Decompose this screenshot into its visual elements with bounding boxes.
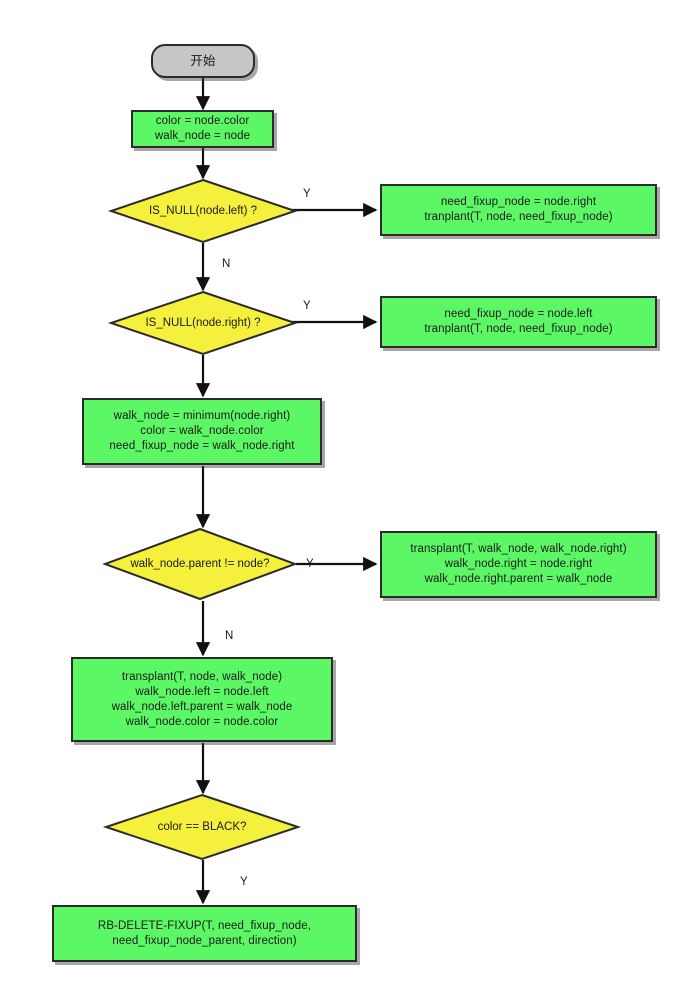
node-proc-transplant-line4: walk_node.color = node.color	[125, 715, 279, 728]
node-proc-right-null-line1: need_fixup_node = node.left	[444, 308, 593, 320]
node-proc-parent-yes-line1: transplant(T, walk_node, walk_node.right…	[410, 543, 627, 555]
node-proc-fixup-line1: RB-DELETE-FIXUP(T, need_fixup_node,	[97, 919, 312, 932]
node-proc-minimum[interactable]: walk_node = minimum(node.right) color = …	[82, 398, 322, 465]
node-proc-parent-yes-line3: walk_node.right.parent = walk_node	[424, 573, 613, 585]
node-start[interactable]: 开始	[151, 44, 255, 78]
node-proc-fixup-line2: need_fixup_node_parent, direction)	[112, 934, 297, 947]
edge-label-right-null-yes: Y	[303, 300, 311, 312]
edge-label-left-null-yes: Y	[303, 188, 311, 200]
edge-label-black-yes: Y	[240, 876, 248, 888]
node-init-line2: walk_node = node	[154, 130, 251, 142]
edge-label-left-null-no: N	[222, 258, 231, 270]
node-proc-fixup[interactable]: RB-DELETE-FIXUP(T, need_fixup_node, need…	[52, 905, 357, 962]
node-proc-minimum-line1: walk_node = minimum(node.right)	[113, 410, 291, 422]
node-proc-left-null-line2: tranplant(T, node, need_fixup_node)	[424, 211, 613, 223]
node-proc-parent-yes[interactable]: transplant(T, walk_node, walk_node.right…	[380, 531, 657, 598]
node-start-label: 开始	[190, 53, 216, 68]
node-proc-transplant-line2: walk_node.left = node.left	[135, 685, 269, 698]
node-proc-minimum-line3: need_fixup_node = walk_node.right	[109, 440, 295, 452]
node-decision-left-null[interactable]: IS_NULL(node.left) ?	[107, 178, 299, 244]
node-proc-transplant-line3: walk_node.left.parent = walk_node	[111, 700, 293, 713]
edge-label-parent-yes: Y	[306, 558, 314, 570]
node-init-line1: color = node.color	[155, 115, 250, 127]
node-proc-right-null-line2: tranplant(T, node, need_fixup_node)	[424, 323, 613, 335]
edge-label-parent-no: N	[225, 630, 234, 642]
node-proc-minimum-line2: color = walk_node.color	[140, 425, 264, 437]
node-proc-right-null[interactable]: need_fixup_node = node.left tranplant(T,…	[380, 296, 657, 348]
node-decision-black[interactable]: color == BLACK?	[102, 793, 302, 861]
node-proc-left-null[interactable]: need_fixup_node = node.right tranplant(T…	[380, 184, 657, 236]
node-proc-parent-yes-line2: walk_node.right = node.right	[444, 558, 593, 570]
node-decision-parent[interactable]: walk_node.parent != node?	[102, 527, 298, 601]
node-init[interactable]: color = node.color walk_node = node	[131, 110, 274, 148]
node-proc-transplant[interactable]: transplant(T, node, walk_node) walk_node…	[71, 657, 333, 742]
node-decision-right-null[interactable]: IS_NULL(node.right) ?	[107, 290, 299, 356]
node-proc-left-null-line1: need_fixup_node = node.right	[440, 196, 597, 208]
node-proc-transplant-line1: transplant(T, node, walk_node)	[121, 670, 283, 683]
